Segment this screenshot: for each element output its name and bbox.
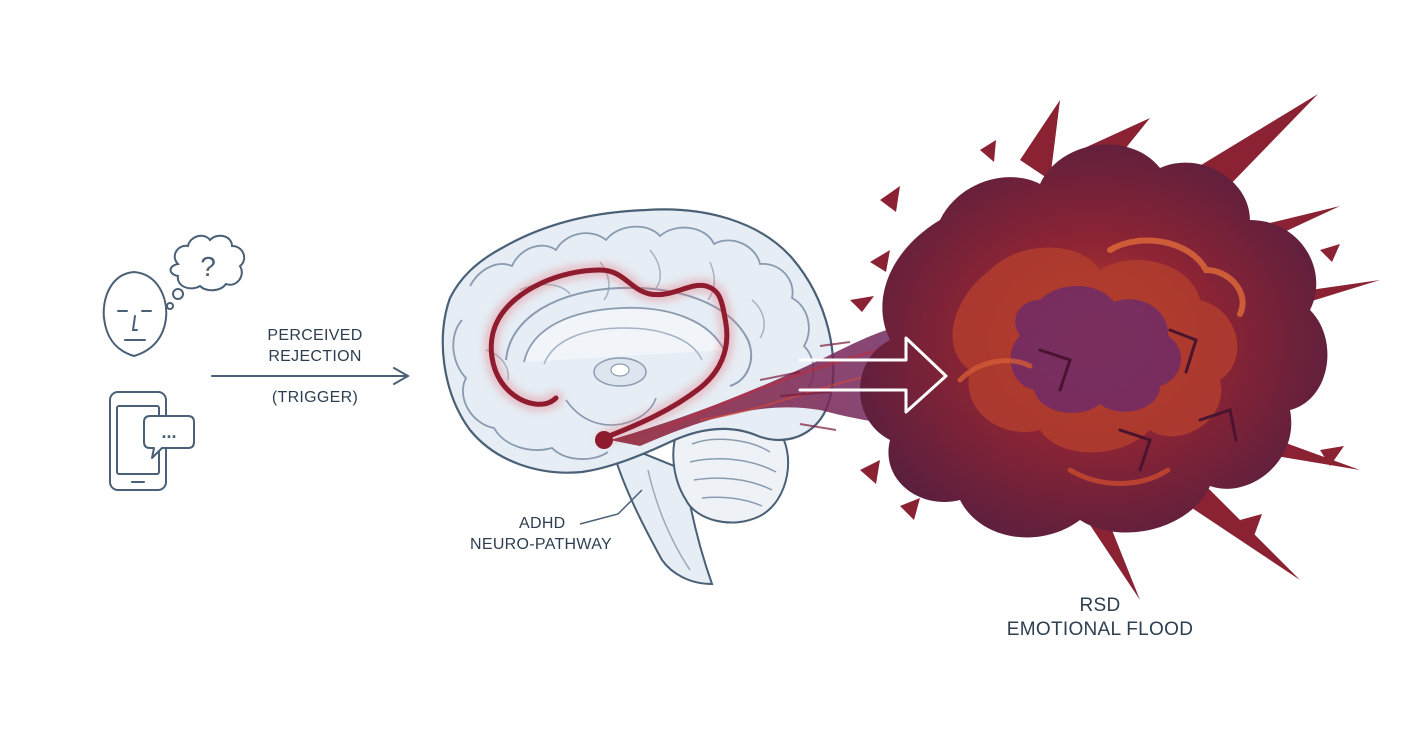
outcome-label-line1: RSD: [1079, 595, 1121, 616]
trigger-label-line2: REJECTION: [268, 348, 362, 365]
thought-bubble-icon: ?: [166, 234, 246, 310]
chat-dots: ...: [161, 422, 176, 442]
pathway-label-line1: ADHD: [519, 515, 566, 532]
outcome-label-line2: EMOTIONAL FLOOD: [1006, 619, 1194, 640]
pathway-label-line2: NEURO-PATHWAY: [470, 536, 612, 553]
flood-arrow: [798, 336, 948, 414]
trigger-arrow: [211, 367, 411, 385]
face-icon: [102, 270, 168, 358]
adhd-pathway-line: [488, 267, 730, 441]
chat-bubble-icon: ...: [143, 415, 195, 459]
trigger-label-line3: (TRIGGER): [271, 389, 359, 406]
question-mark: ?: [200, 251, 216, 282]
emotional-flood-cloud: [850, 94, 1380, 600]
pathway-leader-line: [579, 489, 643, 525]
trigger-label-line1: PERCEIVED: [267, 327, 363, 344]
